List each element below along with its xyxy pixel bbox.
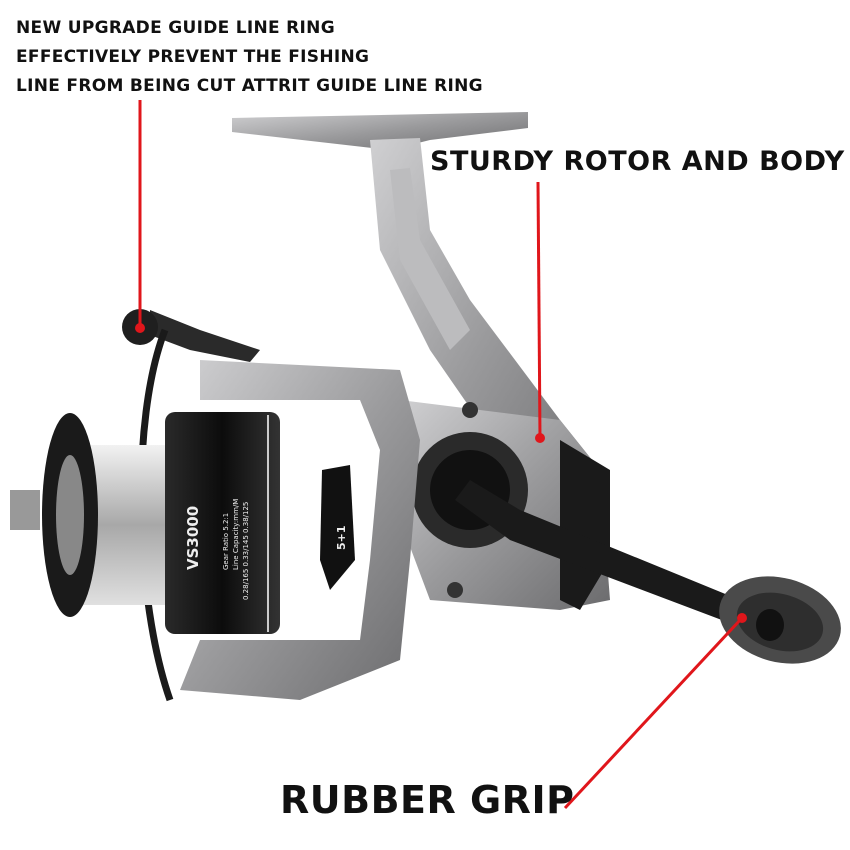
caption-line: EFFECTIVELY PREVENT THE FISHING <box>16 47 370 67</box>
bearing-badge <box>320 465 355 590</box>
spool-skirt <box>165 412 280 634</box>
reel-handle <box>455 480 841 664</box>
model-label: VS3000 <box>184 506 202 570</box>
svg-text:5+1: 5+1 <box>335 525 348 550</box>
caption-line: LINE FROM BEING CUT ATTRIT GUIDE LINE RI… <box>16 76 483 96</box>
grip-pointer <box>563 616 744 810</box>
rotor-caption: STURDY ROTOR AND BODY <box>430 146 845 177</box>
line-capacity-label: Line Capacity:mm/M <box>232 499 240 570</box>
gear-ratio-label: Gear Ratio 5.2:1 <box>222 513 230 570</box>
grip-caption: RUBBER GRIP <box>280 778 575 822</box>
spool: VS3000 Gear Ratio 5.2:1 Line Capacity:mm… <box>10 412 355 634</box>
pointer-lines <box>135 100 747 810</box>
guide-ring-caption: NEW UPGRADE GUIDE LINE RING EFFECTIVELY … <box>16 14 483 101</box>
caption-line: NEW UPGRADE GUIDE LINE RING <box>16 18 335 38</box>
rotor-pointer <box>536 181 542 439</box>
capacity-values: 0.28/165 0.33/145 0.38/125 <box>242 502 250 600</box>
